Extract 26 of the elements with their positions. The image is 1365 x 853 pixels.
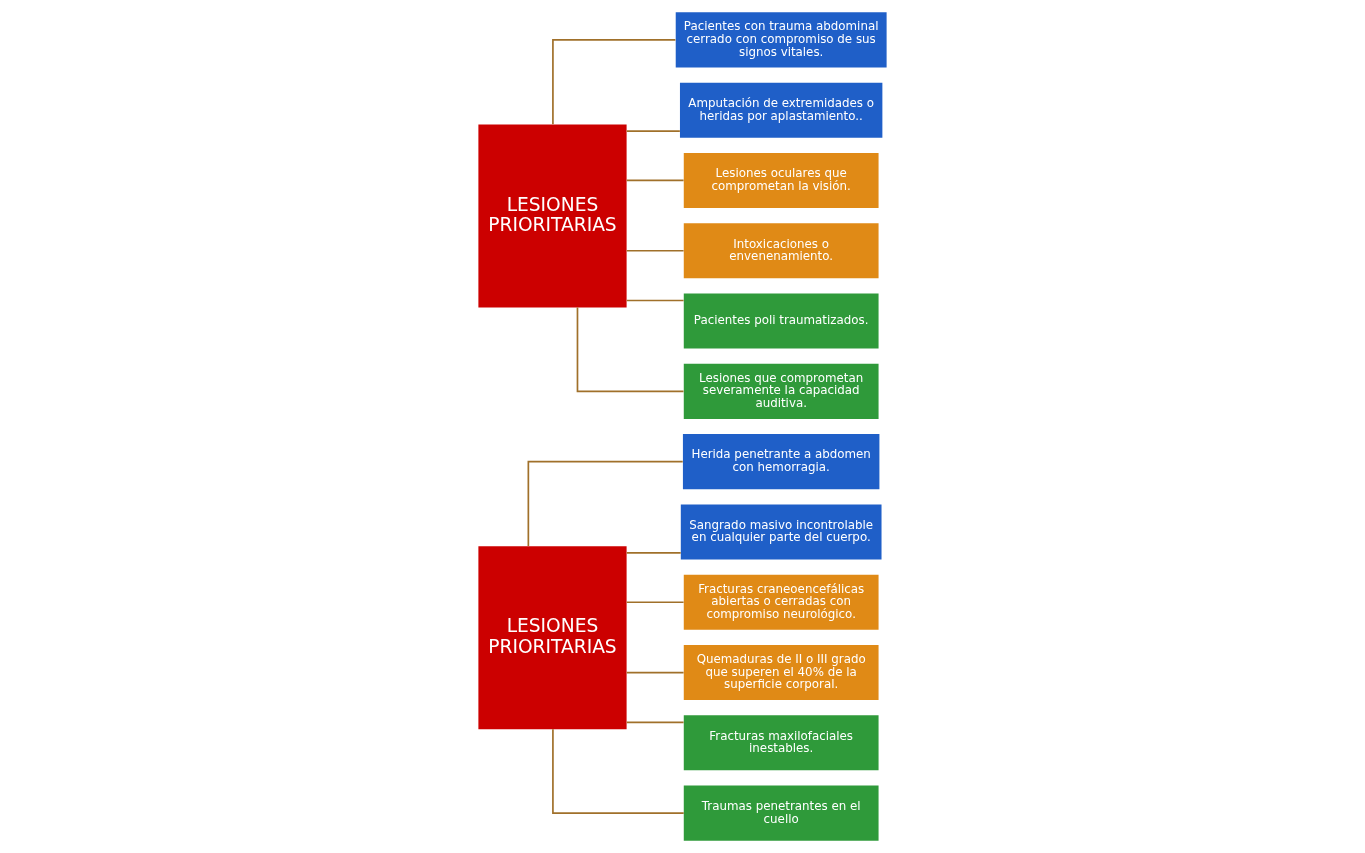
connector: [625, 299, 685, 302]
connector: [552, 39, 677, 126]
connector: [625, 249, 685, 252]
node-box: Traumas penetrantes en el cuello: [683, 785, 879, 841]
node-box: Lesiones que comprometan severamente la capacidad auditiva.: [683, 363, 879, 419]
node-box: Lesiones oculares que comprometan la visión.: [683, 152, 879, 208]
node-box: Herida penetrante a abdomen con hemorragia.: [682, 434, 880, 490]
node-box: Fracturas craneoencefálicas abiertas o cerradas con compromiso neurológico.: [683, 574, 879, 630]
connector: [527, 460, 684, 547]
connector: [625, 179, 685, 182]
node-box: Pacientes con trauma abdominal cerrado con compromiso de sus signos vitales.: [675, 12, 887, 68]
node-box: LESIONES PRIORITARIAS: [478, 546, 627, 730]
node-box: Intoxicaciones o envenenamiento.: [683, 223, 879, 279]
node-box: Sangrado masivo incontrolable en cualquier parte del cuerpo.: [680, 504, 882, 560]
connector: [625, 671, 685, 674]
connector: [625, 721, 685, 724]
connector: [552, 728, 685, 814]
node-box: Fracturas maxilofaciales inestables.: [683, 715, 879, 771]
node-box: LESIONES PRIORITARIAS: [478, 124, 627, 308]
connector: [576, 306, 685, 393]
connector: [625, 130, 681, 132]
connector: [625, 601, 685, 604]
node-box: Quemaduras de II o III grado que superen el 40% de la superficie corporal.: [683, 645, 879, 701]
node-box: Pacientes poli traumatizados.: [683, 293, 879, 349]
connector: [625, 552, 682, 554]
node-box: Amputación de extremidades o heridas por aplastamiento..: [679, 82, 883, 138]
